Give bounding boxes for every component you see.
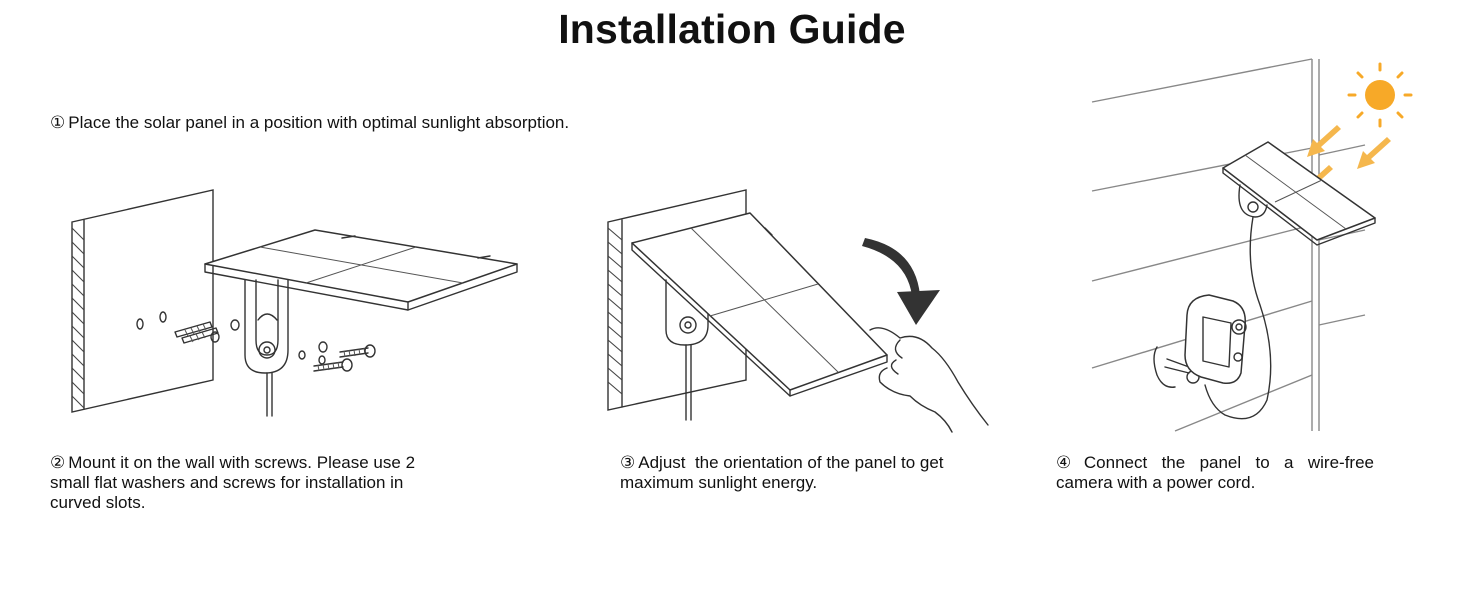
wall-graphic: [71, 189, 214, 413]
step-2-text: Mount it on the wall with screws. Please…: [50, 453, 416, 512]
page-title: Installation Guide: [558, 6, 906, 52]
step-3-number: ③: [620, 453, 636, 472]
step-4-number: ④: [1056, 453, 1081, 472]
solar-panel: [631, 212, 888, 397]
wall-anchors: [174, 319, 240, 344]
wall-mount-illustration: [71, 189, 518, 417]
solar-panel: [204, 229, 518, 311]
mount-bracket: [244, 279, 289, 417]
step-1-text: Place the solar panel in a position with…: [68, 113, 570, 132]
connect-camera-illustration: [1091, 58, 1413, 432]
curved-arrow-icon: [862, 238, 940, 325]
step-4-text: Connect the panel to a wire-free camera …: [1056, 453, 1374, 492]
step-1-number: ①: [50, 113, 66, 132]
screws-and-washers: [298, 341, 376, 372]
sun-icon: [1347, 62, 1413, 128]
power-cord: [1204, 216, 1272, 420]
mount-bracket: [665, 279, 709, 421]
step-2-number: ②: [50, 453, 66, 472]
solar-panel: [1222, 141, 1376, 246]
step-3-text: Adjust the orientation of the panel to g…: [620, 453, 949, 492]
camera-graphic: [1153, 294, 1247, 388]
hand-graphic: [869, 327, 989, 433]
adjust-panel-illustration: [607, 189, 989, 433]
